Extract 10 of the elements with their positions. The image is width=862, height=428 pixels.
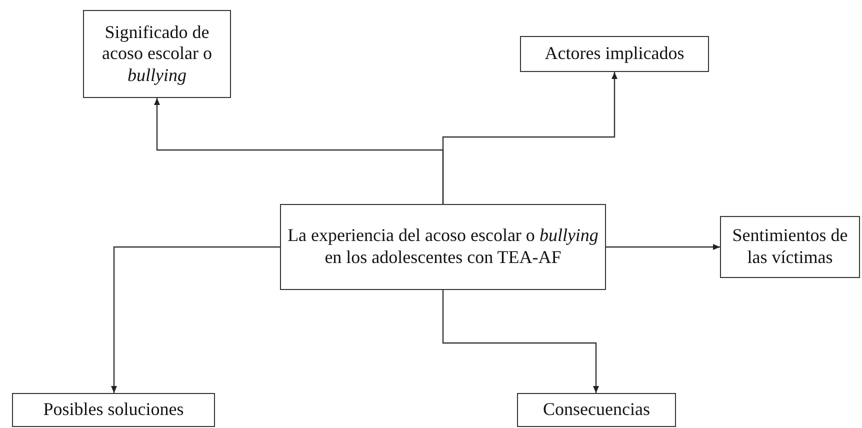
arrow (442, 72, 618, 204)
arrow (442, 290, 599, 393)
topic-box: Actores implicados (520, 36, 709, 72)
arrow (111, 246, 280, 393)
arrow (606, 244, 720, 250)
topic-box: Sentimientos de las víctimas (720, 216, 860, 278)
topic-box: La experiencia del acoso escolar o bullying en los adolescentes con TEA-AF (280, 204, 606, 290)
topic-box: Consecuencias (517, 393, 676, 427)
topic-box: Significado de acoso escolar o bullying (83, 10, 231, 98)
topic-box: Posibles soluciones (12, 393, 215, 427)
